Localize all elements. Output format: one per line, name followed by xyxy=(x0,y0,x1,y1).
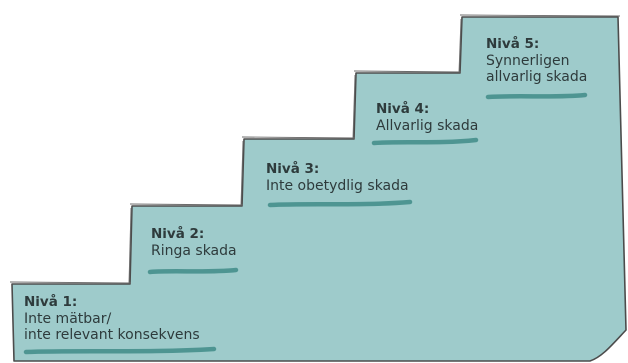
step-5-line-2: allvarlig skada xyxy=(486,69,588,85)
step-5-line-1: Synnerligen xyxy=(486,53,570,69)
step-2-line-1: Ringa skada xyxy=(151,243,237,259)
step-1-text: Nivå 1: Inte mätbar/ inte relevant konse… xyxy=(24,294,200,343)
underline-step-3 xyxy=(267,199,413,208)
step-3-title: Nivå 3: xyxy=(266,161,320,177)
step-2-text: Nivå 2: Ringa skada xyxy=(151,226,237,259)
step-4-line-1: Allvarlig skada xyxy=(376,118,479,134)
underline-step-2 xyxy=(147,267,239,275)
step-3-line-1: Inte obetydlig skada xyxy=(266,178,409,194)
underline-marks xyxy=(23,92,588,355)
staircase-shape xyxy=(11,16,627,362)
step-5-text: Nivå 5: Synnerligen allvarlig skada xyxy=(486,36,587,85)
step-5-title: Nivå 5: xyxy=(486,36,540,52)
step-4-text: Nivå 4: Allvarlig skada xyxy=(376,101,478,134)
underline-step-5 xyxy=(485,92,588,100)
sketch-lines xyxy=(9,14,621,284)
underline-step-1 xyxy=(23,346,217,355)
step-4-title: Nivå 4: xyxy=(376,101,430,117)
step-3-text: Nivå 3: Inte obetydlig skada xyxy=(266,161,409,194)
step-1-title: Nivå 1: xyxy=(24,294,78,310)
step-1-line-2: inte relevant konsekvens xyxy=(24,327,200,343)
underline-step-4 xyxy=(371,137,479,146)
step-2-title: Nivå 2: xyxy=(151,226,205,242)
step-1-line-1: Inte mätbar/ xyxy=(24,311,112,327)
